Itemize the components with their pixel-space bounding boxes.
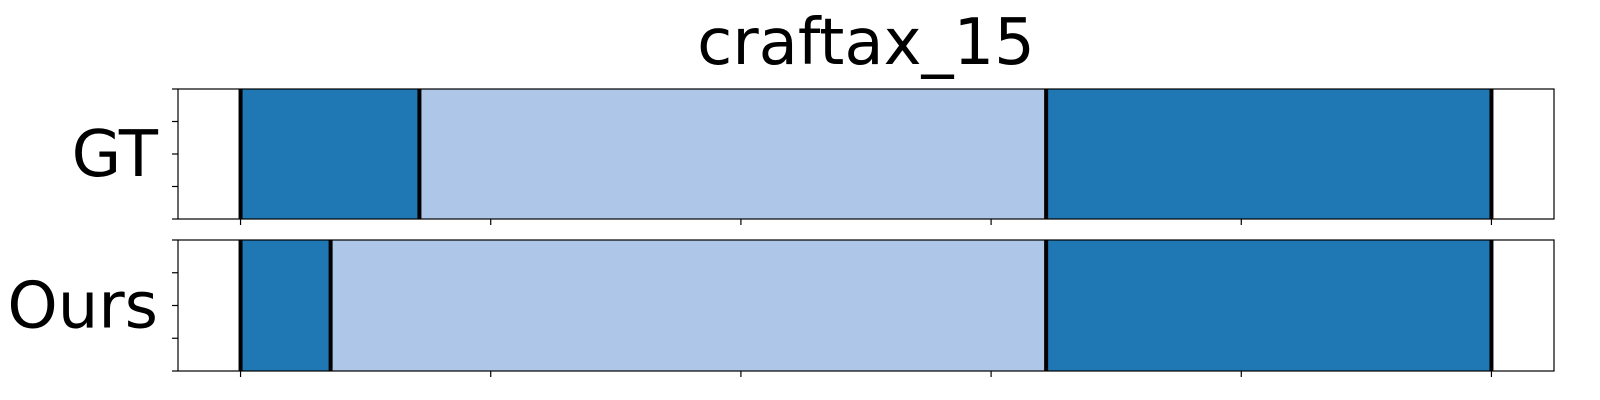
segment-bar — [330, 240, 1047, 371]
row-label: Ours — [7, 270, 158, 344]
segment-bar — [240, 240, 331, 371]
segment-bar — [240, 89, 420, 219]
row-label: GT — [72, 118, 159, 192]
row-ours: Ours — [7, 239, 1555, 377]
row-gt: GT — [72, 88, 1555, 225]
segment-bar — [1046, 89, 1492, 219]
segment-bar — [419, 89, 1047, 219]
plot-area: GT Ours — [7, 88, 1555, 377]
chart-title: craftax_15 — [697, 6, 1035, 80]
segment-bar — [1046, 240, 1492, 371]
